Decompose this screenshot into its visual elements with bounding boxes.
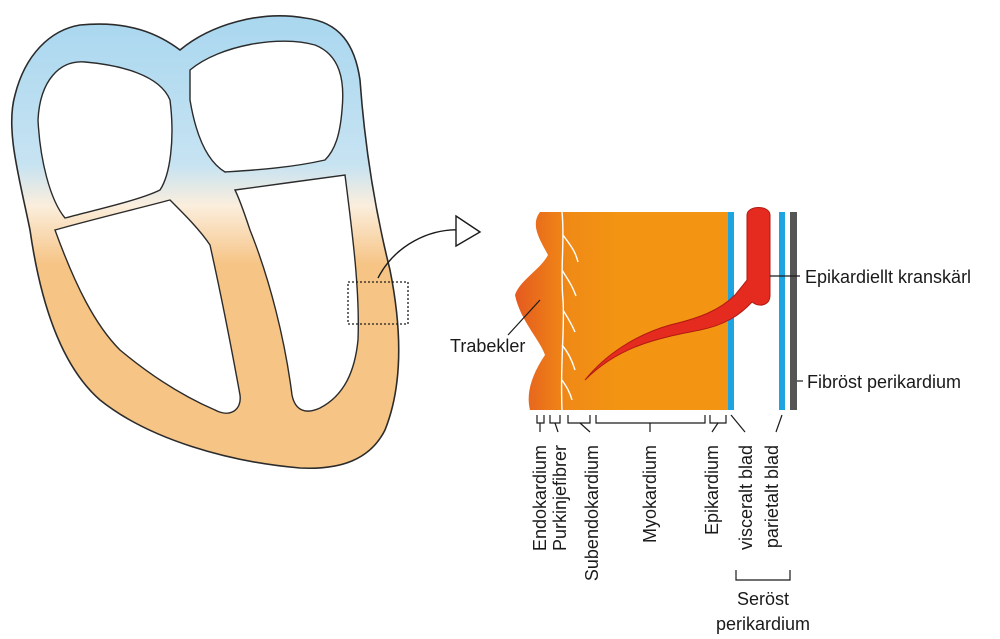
selection-box [347,281,409,325]
label-serost: Seröst [737,589,789,609]
label-purkinjefibrer: Purkinjefibrer [550,445,570,551]
zoom-arrow-head [455,214,482,248]
wall-section [515,207,797,411]
label-perikardium: perikardium [716,614,810,634]
heart-cross-section [10,15,409,470]
label-visceralt-blad: visceralt blad [736,445,756,550]
purkinje-fibers [560,211,579,411]
label-trabekler: Trabekler [450,336,525,356]
left-ventricle-cavity [54,199,241,414]
coronary-artery [584,207,771,381]
label-endokardium: Endokardium [530,445,550,551]
label-fibrost-perikardium: Fibröst perikardium [807,372,961,392]
fibrous-pericardium-layer [790,212,797,410]
right-atrium-cavity [189,40,344,173]
label-myokardium: Myokardium [640,445,660,543]
label-parietalt-blad: parietalt blad [762,445,782,548]
left-atrium-cavity [37,61,173,219]
label-subendokardium: Subendokardium [582,445,602,581]
leader-trabekler [507,299,541,336]
label-epikardium: Epikardium [702,445,722,535]
zoom-arrow [377,229,463,279]
label-epikardiellt-kranskarl: Epikardiellt kranskärl [805,267,971,287]
right-ventricle-cavity [233,174,359,412]
parietal-layer [779,212,785,410]
myocardium-block [515,212,728,410]
layer-brackets [536,414,791,581]
